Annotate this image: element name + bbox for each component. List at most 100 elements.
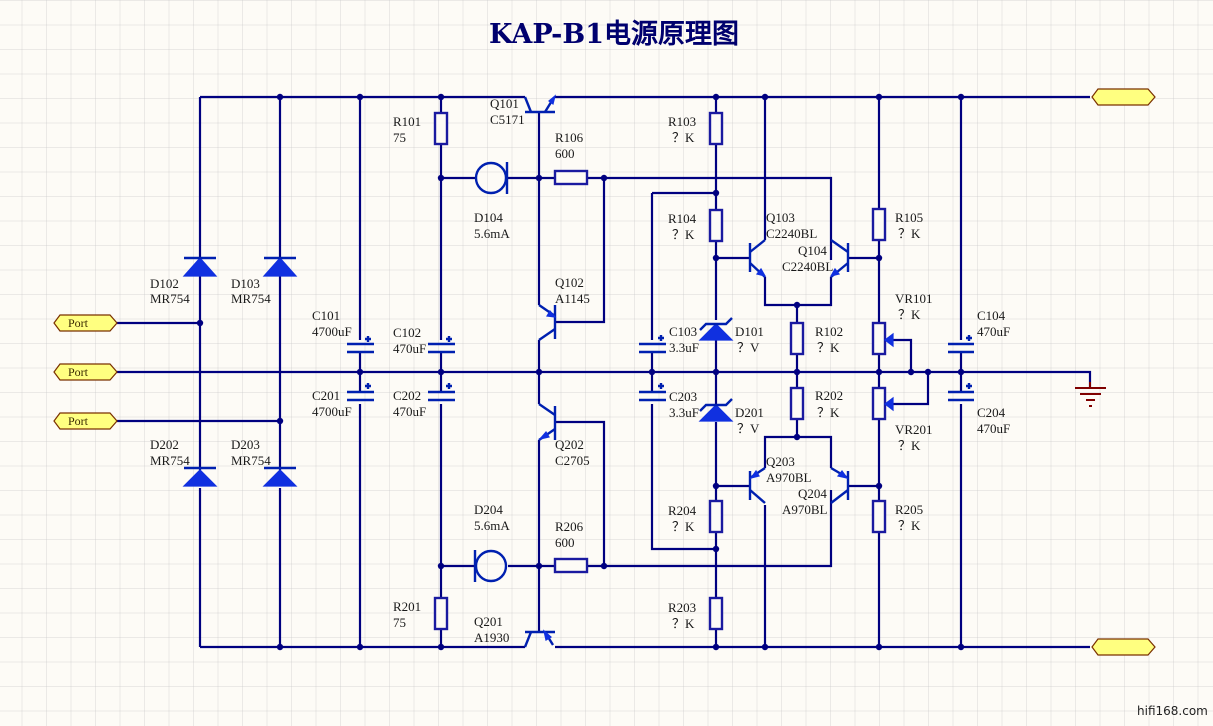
r203-designator: R203 [668,600,696,615]
resistor-R101: R101 75 [393,111,449,146]
c102-value: 470uF [393,341,426,356]
r103-value: ？K [672,130,695,145]
capacitor-C203: C203 3.3uF [639,383,699,420]
r204-value: ？K [672,519,695,534]
d204-designator: D204 [474,502,503,517]
potentiometer-VR101: VR101 ？K [871,291,933,356]
capacitor-C102: C102 470uF [393,325,455,356]
vr201-value: ？K [898,438,921,453]
d201-designator: D201 [735,405,764,420]
resistor-R201: R201 75 [393,596,449,631]
transistor-Q202: Q202 C2705 [538,403,590,468]
c103-value: 3.3uF [669,340,699,355]
r101-designator: R101 [393,114,421,129]
q204-designator: Q204 [798,486,827,501]
transistor-Q201: Q201 A1930 [474,614,555,648]
d202-value: MR754 [150,453,190,468]
svg-text:Port: Port [68,365,89,379]
q102-designator: Q102 [555,275,584,290]
capacitor-C101: C101 4700uF [312,308,374,354]
port-ac1[interactable]: Port [53,314,118,332]
r203-value: ？K [672,616,695,631]
junctions [196,93,965,651]
q203-designator: Q203 [766,454,795,469]
r202-value: ？K [817,405,840,420]
svg-text:Port: Port [68,414,89,428]
diode-D203: D203 MR754 [231,437,298,487]
c101-value: 4700uF [312,324,352,339]
d103-designator: D103 [231,276,260,291]
r104-designator: R104 [668,211,697,226]
port-positive-output[interactable] [1091,88,1156,106]
q103-designator: Q103 [766,210,795,225]
potentiometer-VR201: VR201 ？K [871,386,933,453]
q104-value: C2240BL [782,259,833,274]
resistor-R204: R204 ？K [668,499,724,534]
c102-designator: C102 [393,325,421,340]
r104-value: ？K [672,227,695,242]
c204-value: 470uF [977,421,1010,436]
port-ac-center-tap[interactable]: Port [53,363,118,381]
transistor-Q203: Q203 A970BL [748,454,812,504]
resistor-R102: R102 ？K [789,321,843,356]
port-ac2[interactable]: Port [53,412,118,430]
c201-designator: C201 [312,388,340,403]
resistor-R104: R104 ？K [668,208,724,243]
transistor-Q103: Q103 C2240BL [748,210,817,278]
r102-value: ？K [817,340,840,355]
d101-value: ？V [737,340,760,355]
d104-designator: D104 [474,210,503,225]
resistor-R202: R202 ？K [789,386,843,421]
c202-value: 470uF [393,404,426,419]
d103-value: MR754 [231,291,271,306]
ground-symbol [1075,382,1106,407]
q201-designator: Q201 [474,614,503,629]
c103-designator: C103 [669,324,697,339]
r201-designator: R201 [393,599,421,614]
vr101-value: ？K [898,307,921,322]
diode-D102: D102 MR754 [150,256,218,306]
r202-designator: R202 [815,388,843,403]
zener-D201: D201 ？V [698,398,764,436]
capacitor-C103: C103 3.3uF [639,324,699,355]
d102-value: MR754 [150,291,190,306]
r201-value: 75 [393,615,406,630]
current-regulator-D204: D204 5.6mA [473,502,510,583]
vr201-designator: VR201 [895,422,933,437]
d203-value: MR754 [231,453,271,468]
transistor-Q102: Q102 A1145 [538,275,590,341]
transistor-Q104: Q104 C2240BL [782,239,850,278]
capacitor-C204: C204 470uF [948,383,1010,436]
svg-text:Port: Port [68,316,89,330]
vr101-designator: VR101 [895,291,933,306]
r206-value: 600 [555,535,575,550]
q204-value: A970BL [782,502,828,517]
resistor-R106: R106 600 [553,130,589,186]
watermark: hifi168.com [1137,704,1208,718]
resistor-R206: R206 600 [553,519,589,574]
r206-designator: R206 [555,519,584,534]
resistor-R105: R105 ？K [871,207,923,242]
q102-value: A1145 [555,291,590,306]
r106-designator: R106 [555,130,584,145]
d104-value: 5.6mA [474,226,510,241]
diode-D103: D103 MR754 [231,256,298,306]
q201-value: A1930 [474,630,509,645]
d202-designator: D202 [150,437,179,452]
d101-designator: D101 [735,324,764,339]
c203-value: 3.3uF [669,405,699,420]
c202-designator: C202 [393,388,421,403]
q104-designator: Q104 [798,243,827,258]
d102-designator: D102 [150,276,179,291]
resistor-R205: R205 ？K [871,499,923,534]
q202-designator: Q202 [555,437,584,452]
port-negative-output[interactable] [1091,638,1156,656]
transistor-Q101: Q101 C5171 [490,94,557,127]
schematic-title: KAP-B1电源原理图 [489,19,739,50]
resistor-R103: R103 ？K [668,111,724,146]
q103-value: C2240BL [766,226,817,241]
c101-designator: C101 [312,308,340,323]
capacitor-C202: C202 470uF [393,383,455,419]
diode-D202: D202 MR754 [150,437,218,487]
